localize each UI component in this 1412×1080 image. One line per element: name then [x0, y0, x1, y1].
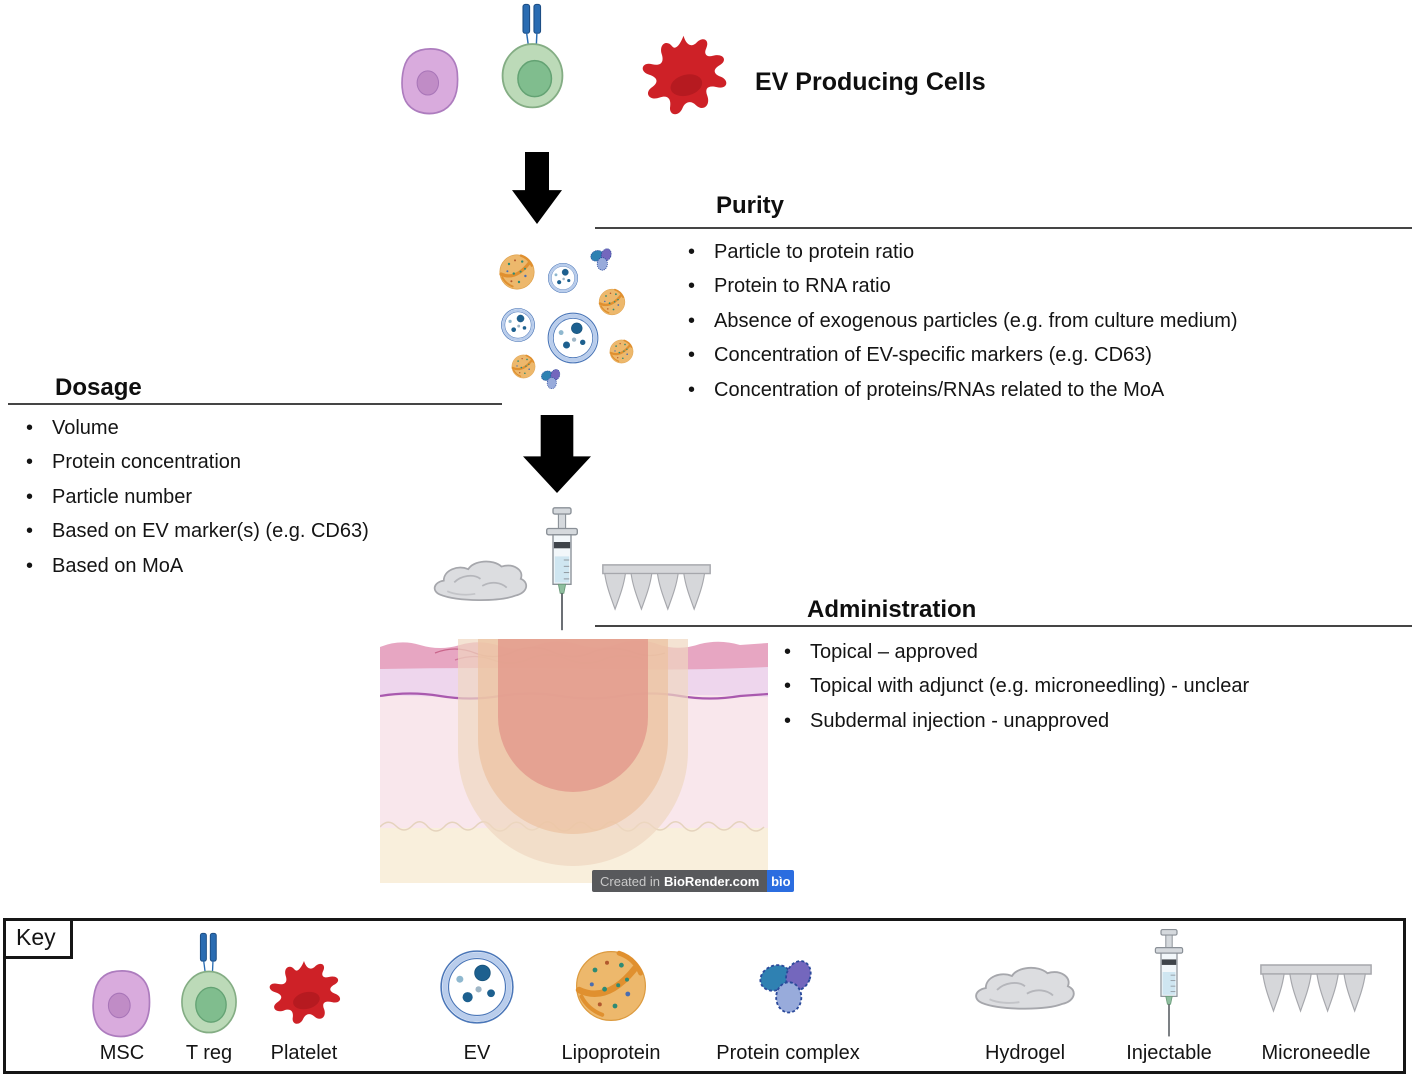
bullet-item: Concentration of proteins/RNAs related t… [684, 373, 1238, 408]
key-label-lipoprotein: Lipoprotein [561, 1042, 661, 1064]
bullet-item: Based on MoA [22, 549, 369, 584]
dosage-title: Dosage [55, 374, 142, 401]
purity-list: Particle to protein ratioProtein to RNA … [684, 235, 1238, 407]
key-label-hydrogel: Hydrogel [984, 1042, 1066, 1064]
ev-particle-cluster [498, 246, 635, 390]
purity-title: Purity [716, 192, 785, 219]
administration-list: Topical – approvedTopical with adjunct (… [780, 635, 1249, 739]
down-arrow-icon [523, 415, 591, 493]
microneedle-icon [602, 564, 711, 610]
key-label-treg: T reg [185, 1042, 233, 1064]
key-label-ev: EV [463, 1042, 491, 1064]
dosage-list: VolumeProtein concentrationParticle numb… [22, 411, 369, 583]
ev-producing-cells-label: EV Producing Cells [755, 68, 986, 96]
platelet-icon [642, 35, 727, 115]
key-label-microneedle: Microneedle [1261, 1042, 1371, 1064]
key-label-protein-complex: Protein complex [716, 1042, 860, 1064]
bullet-item: Topical – approved [780, 635, 1249, 670]
skin-cross-section [380, 639, 768, 883]
treg-cell-icon [181, 932, 237, 1034]
administration-title: Administration [807, 596, 977, 623]
dosage-rule [8, 403, 502, 405]
msc-cell-icon [92, 969, 151, 1038]
treg-cell-icon [501, 3, 564, 109]
hydrogel-icon [433, 560, 528, 601]
purity-rule [595, 227, 1412, 229]
administration-rule [595, 625, 1412, 627]
protein-complex-icon [755, 956, 816, 1014]
biorender-badge: Created in BioRender.com bìo [592, 870, 795, 892]
ev-icon [438, 948, 516, 1026]
msc-cell-icon [401, 47, 459, 115]
bullet-item: Concentration of EV-specific markers (e.… [684, 338, 1238, 373]
bullet-item: Absence of exogenous particles (e.g. fro… [684, 304, 1238, 339]
bullet-item: Protein concentration [22, 445, 369, 480]
lipoprotein-icon [571, 946, 651, 1026]
platelet-icon [269, 961, 341, 1024]
injectable-syringe-icon [1154, 928, 1184, 1038]
hydrogel-icon [975, 966, 1075, 1010]
key-title: Key [3, 918, 73, 959]
key-label-platelet: Platelet [270, 1042, 338, 1064]
bullet-item: Particle number [22, 480, 369, 515]
bullet-item: Topical with adjunct (e.g. microneedling… [780, 669, 1249, 704]
injectable-syringe-icon [545, 506, 579, 632]
bullet-item: Volume [22, 411, 369, 446]
biorender-logo-icon: bìo [767, 870, 795, 892]
bullet-item: Particle to protein ratio [684, 235, 1238, 270]
down-arrow-icon [512, 152, 562, 224]
badge-prefix: Created in [600, 873, 660, 889]
key-label-injectable: Injectable [1126, 1042, 1212, 1064]
bullet-item: Based on EV marker(s) (e.g. CD63) [22, 514, 369, 549]
biorender-badge-text: Created in BioRender.com [592, 870, 768, 892]
bullet-item: Subdermal injection - unapproved [780, 704, 1249, 739]
microneedle-icon [1260, 964, 1372, 1012]
badge-brand: BioRender.com [663, 873, 760, 889]
bullet-item: Protein to RNA ratio [684, 269, 1238, 304]
key-label-msc: MSC [99, 1042, 145, 1064]
